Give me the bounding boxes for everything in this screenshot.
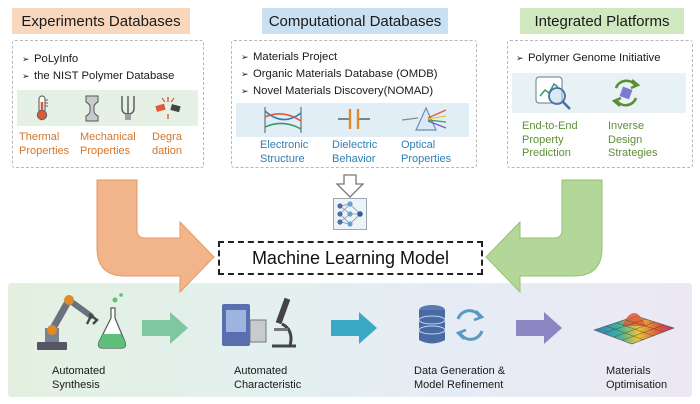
down-arrow <box>335 174 365 198</box>
integrated-item: ➢Polymer Genome Initiative <box>516 52 661 64</box>
experiments-header: Experiments Databases <box>12 8 190 34</box>
database-icon <box>418 305 485 344</box>
integrated-header: Integrated Platforms <box>520 8 684 34</box>
computational-title: Computational Databases <box>268 12 442 30</box>
degradation-icon <box>155 97 181 119</box>
thermometer-icon <box>36 95 48 121</box>
experiments-panel <box>12 40 204 168</box>
integrated-title: Integrated Platforms <box>534 12 670 30</box>
computational-item: ➢Novel Materials Discovery(NOMAD) <box>241 85 434 97</box>
tensile-specimen-icon <box>85 95 99 122</box>
workflow-arrow-1 <box>142 312 188 344</box>
data-generation-label: Data Generation &Model Refinement <box>414 365 506 391</box>
band-structure-icon <box>264 107 302 133</box>
surface-plot-icon <box>593 313 675 345</box>
ml-model-box: Machine Learning Model <box>218 241 483 275</box>
computational-item: ➢Materials Project <box>241 51 338 63</box>
workflow-arrow-2 <box>331 312 377 344</box>
experiments-item: ➢PoLyInfo <box>22 53 79 65</box>
integrated-panel <box>507 40 693 168</box>
computational-panel <box>231 40 477 168</box>
prism-icon <box>401 106 447 131</box>
experiments-item: ➢the NIST Polymer Database <box>22 70 175 82</box>
cycle-arrows-icon <box>611 79 641 107</box>
degradation-icon-a <box>121 96 135 120</box>
microscope-icon <box>222 297 296 348</box>
computational-header: Computational Databases <box>262 8 448 34</box>
robot-arm-icon <box>37 293 127 350</box>
computational-item: ➢Organic Materials Database (OMDB) <box>241 68 438 80</box>
neural-network-icon <box>333 198 367 230</box>
experiments-icon-strip <box>17 90 198 126</box>
experiments-title: Experiments Databases <box>21 12 181 30</box>
workflow-arrow-3 <box>516 312 562 344</box>
ml-model-label: Machine Learning Model <box>251 247 450 268</box>
prediction-magnifier-icon <box>535 76 571 110</box>
capacitor-icon <box>338 109 370 129</box>
